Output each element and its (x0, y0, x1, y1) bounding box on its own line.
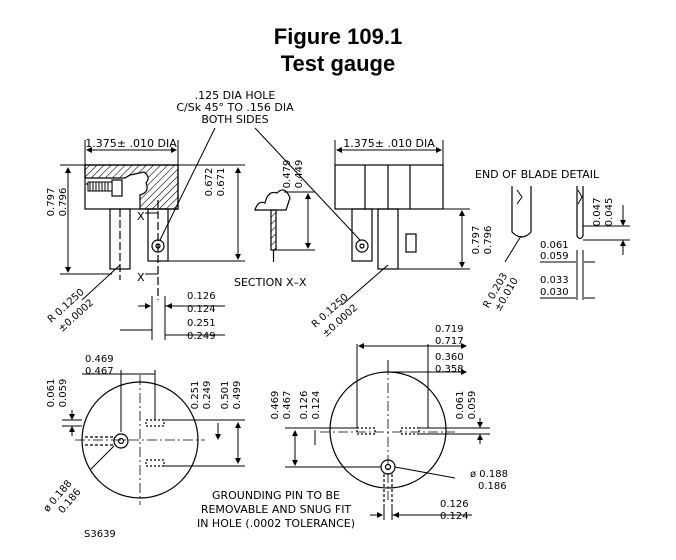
dim-0126-right: 0.126 (299, 391, 310, 420)
dim-0672: 0.672 (204, 168, 215, 197)
dim-0797-right: 0.797 (471, 226, 482, 255)
dim-0469-right: 0.469 (270, 391, 281, 420)
left-diameter-dimension (84, 140, 179, 165)
dim-0797-left: 0.797 (46, 188, 57, 217)
right-diameter-label: 1.375± .010 DIA (343, 137, 435, 150)
hole-note-line-1: .125 DIA HOLE (195, 89, 276, 102)
dim-0360: 0.360 (435, 352, 464, 363)
dim-0059-blade: 0.059 (540, 251, 569, 262)
left-height-dimension (60, 164, 112, 275)
dim-0124-right-bottom: 0.124 (440, 511, 469, 522)
dim-0717: 0.717 (435, 336, 464, 347)
dim-0033: 0.033 (540, 275, 569, 286)
blade-detail-drawing (511, 186, 584, 240)
right-diameter-dimension (334, 140, 444, 165)
left-face-dimensions (62, 370, 245, 471)
right-face-dimensions (285, 343, 490, 520)
figure-code: S3639 (84, 529, 116, 540)
dim-0467-right: 0.467 (282, 391, 293, 420)
dim-0251-top: 0.251 (187, 318, 216, 329)
dim-0499: 0.499 (232, 381, 243, 410)
dim-0358: 0.358 (435, 364, 464, 375)
hole-note-line-2: C/Sk 45° TO .156 DIA (176, 101, 294, 114)
dim-0672-lines (168, 164, 245, 262)
dim-0124-top: 0.124 (187, 304, 216, 315)
section-cut-line (145, 212, 158, 275)
screw-icon (87, 181, 113, 192)
dim-0501: 0.501 (220, 381, 231, 410)
dim-0126-0251-lines (120, 296, 225, 340)
section-view (254, 189, 291, 262)
left-face-view (75, 375, 205, 505)
dim-0479-lines (276, 191, 315, 251)
dim-0249-left: 0.249 (202, 381, 213, 410)
dim-0059-left: 0.059 (58, 379, 69, 408)
dim-0030: 0.030 (540, 287, 569, 298)
dim-0047: 0.047 (592, 198, 603, 227)
dim-0796-left: 0.796 (58, 188, 69, 217)
dim-0061-blade: 0.061 (540, 240, 569, 251)
right-radius-leader (341, 264, 389, 306)
section-label: SECTION X–X (234, 276, 307, 289)
right-gauge-body (334, 164, 444, 270)
dim-0186-right: 0.186 (478, 481, 507, 492)
grounding-note-line-3: IN HOLE (.0002 TOLERANCE) (197, 517, 355, 530)
dim-0126-top: 0.126 (187, 291, 216, 302)
dim-0045: 0.045 (604, 198, 615, 227)
dim-0249-top: 0.249 (187, 331, 216, 342)
dim-0479: 0.479 (282, 160, 293, 189)
dim-0061-right: 0.061 (455, 391, 466, 420)
dim-0124-right: 0.124 (311, 391, 322, 420)
dim-0059-right: 0.059 (467, 391, 478, 420)
right-height-dimension (398, 208, 470, 270)
left-gauge-body (84, 164, 179, 300)
hole-note-line-3: BOTH SIDES (201, 113, 268, 126)
dim-0719: 0.719 (435, 324, 464, 335)
dim-0467-left: 0.467 (85, 366, 114, 377)
dim-0061-left: 0.061 (46, 379, 57, 408)
left-diameter-label: 1.375± .010 DIA (85, 137, 177, 150)
dim-0449: 0.449 (294, 160, 305, 189)
grounding-note-line-1: GROUNDING PIN TO BE (212, 489, 340, 502)
right-face-view (320, 365, 455, 505)
grounding-note-line-2: REMOVABLE AND SNUG FIT (201, 503, 352, 516)
figure-title: Figure 109.1 (273, 24, 403, 49)
dim-0188-right: ø 0.188 (470, 469, 508, 480)
dim-0671: 0.671 (216, 168, 227, 197)
blade-detail-dimensions (504, 205, 630, 300)
dim-0796-right: 0.796 (483, 226, 494, 255)
hole-note-leaders (159, 127, 361, 241)
left-radius-leader (81, 264, 121, 301)
section-mark-bottom: X (137, 271, 145, 284)
blade-detail-title: END OF BLADE DETAIL (475, 168, 600, 181)
dim-0469-left: 0.469 (85, 354, 114, 365)
figure-subtitle: Test gauge (280, 51, 396, 76)
dim-0251-left: 0.251 (190, 381, 201, 410)
section-mark-top: X (137, 210, 145, 223)
dim-0126-right-bottom: 0.126 (440, 499, 469, 510)
